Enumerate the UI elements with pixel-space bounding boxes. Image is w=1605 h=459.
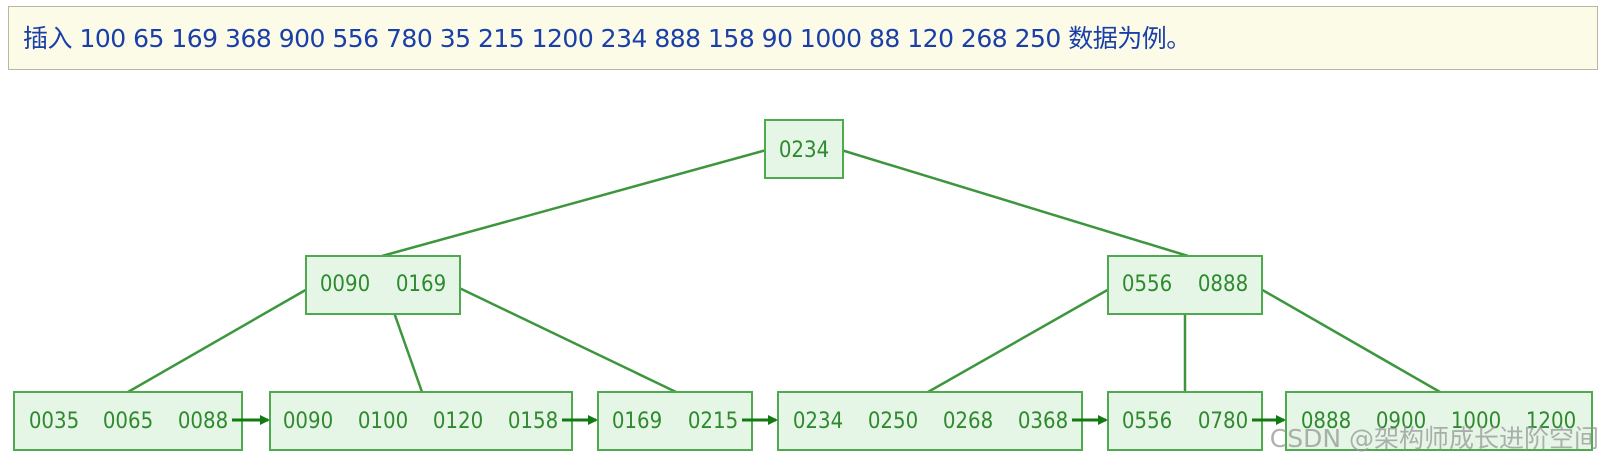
internal-node-left: 0090 0169 — [305, 255, 461, 315]
leaf-node-3: 0169 0215 — [597, 391, 753, 451]
leaf-4-key-1: 0234 — [793, 409, 843, 434]
edge-root-left — [381, 147, 771, 258]
leaf-2-key-2: 0100 — [358, 409, 408, 434]
internal-node-right-box — [1107, 255, 1263, 315]
leaf-node-5: 0556 0780 — [1107, 391, 1263, 451]
leaf-5-key-1: 0556 — [1122, 409, 1172, 434]
edge-right-internal-leaf-6 — [1251, 282, 1441, 394]
leaf-1-key-3: 0088 — [178, 409, 228, 434]
root-node-box — [764, 119, 844, 179]
leaf-node-1-box — [13, 391, 243, 451]
edge-right-internal-leaf-4 — [927, 282, 1119, 394]
internal-left-key-1: 0090 — [320, 272, 370, 297]
leaf-2-key-4: 0158 — [508, 409, 558, 434]
leaf-node-5-box — [1107, 391, 1263, 451]
leaf-6-key-3: 1000 — [1451, 409, 1501, 434]
leaf-2-key-3: 0120 — [433, 409, 483, 434]
leaf-node-6: 0888 0900 1000 1200 — [1285, 391, 1593, 451]
leaf-6-key-2: 0900 — [1376, 409, 1426, 434]
edge-root-right — [837, 147, 1189, 258]
root-node: 0234 — [764, 119, 844, 179]
internal-node-right: 0556 0888 — [1107, 255, 1263, 315]
intro-note-box: 插入 100 65 169 368 900 556 780 35 215 120… — [8, 6, 1598, 70]
leaf-6-key-1: 0888 — [1301, 409, 1351, 434]
edge-left-internal-leaf-3 — [450, 282, 677, 394]
internal-node-left-box — [305, 255, 461, 315]
edge-left-internal-leaf-1 — [127, 282, 317, 394]
leaf-node-1: 0035 0065 0088 — [13, 391, 243, 451]
leaf-3-key-1: 0169 — [612, 409, 662, 434]
leaf-4-key-4: 0368 — [1018, 409, 1068, 434]
leaf-2-key-1: 0090 — [283, 409, 333, 434]
leaf-4-key-3: 0268 — [943, 409, 993, 434]
leaf-3-key-2: 0215 — [688, 409, 738, 434]
leaf-4-key-2: 0250 — [868, 409, 918, 434]
root-key: 0234 — [779, 138, 829, 163]
leaf-node-6-box — [1285, 391, 1593, 451]
internal-right-key-1: 0556 — [1122, 272, 1172, 297]
watermark: CSDN @架构师成长进阶空间 — [1269, 424, 1599, 453]
leaf-1-key-2: 0065 — [103, 409, 153, 434]
internal-left-key-2: 0169 — [396, 272, 446, 297]
leaf-5-key-2: 0780 — [1198, 409, 1248, 434]
leaf-node-2-box — [269, 391, 573, 451]
leaf-1-key-1: 0035 — [29, 409, 79, 434]
leaf-node-4: 0234 0250 0268 0368 — [777, 391, 1083, 451]
leaf-6-key-4: 1200 — [1526, 409, 1576, 434]
leaf-node-2: 0090 0100 0120 0158 — [269, 391, 573, 451]
internal-right-key-2: 0888 — [1198, 272, 1248, 297]
leaf-node-3-box — [597, 391, 753, 451]
intro-note-text: 插入 100 65 169 368 900 556 780 35 215 120… — [23, 24, 1191, 53]
